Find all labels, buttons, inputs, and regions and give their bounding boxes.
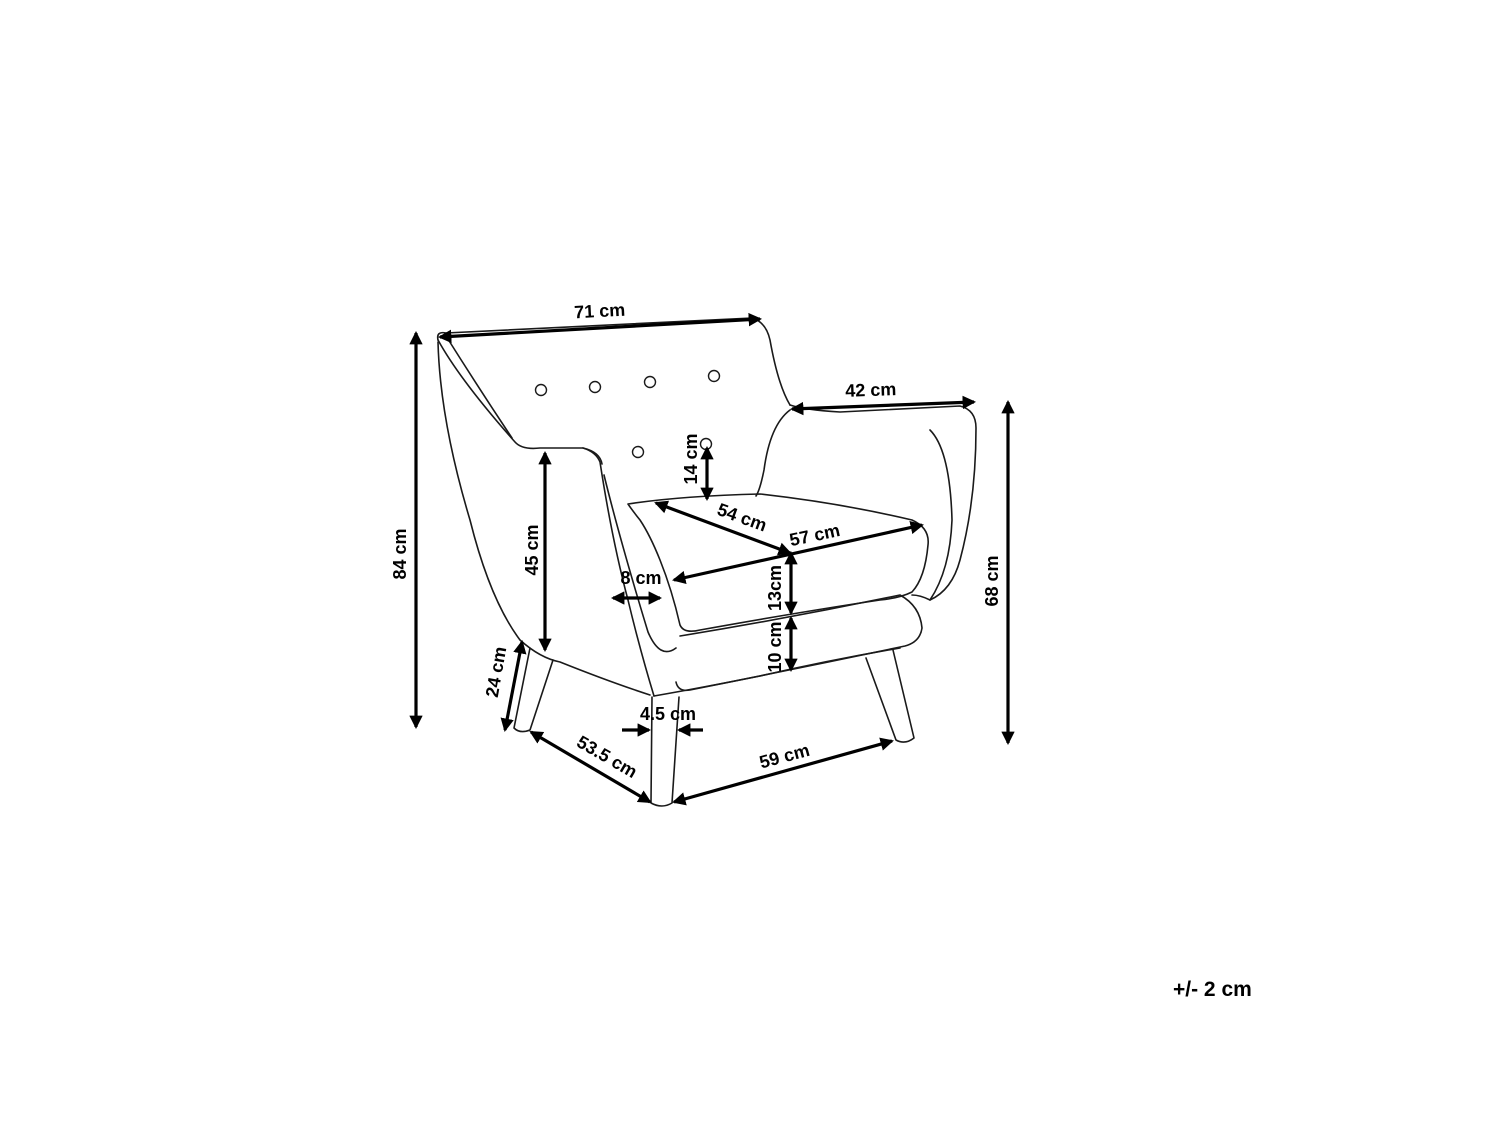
- base-height-label: 10 cm: [765, 621, 785, 672]
- seat-height-label: 45 cm: [522, 524, 542, 575]
- chair-seat-cushion: [627, 493, 929, 632]
- armrest-width-label: 8 cm: [620, 568, 661, 588]
- arm-height-label: 68 cm: [982, 555, 1002, 606]
- leg-span-depth-arrow: [529, 730, 652, 804]
- leg-span-width-arrow: [672, 737, 894, 806]
- seat-depth-label: 54 cm: [715, 499, 770, 535]
- arm-depth-label: 42 cm: [845, 379, 897, 401]
- tuft-button: [534, 383, 548, 397]
- tolerance-note: +/- 2 cm: [1173, 978, 1252, 1001]
- chair-left-wing: [437, 339, 603, 465]
- cushion-height-label: 13cm: [765, 565, 785, 611]
- chair-seat-base: [675, 594, 923, 692]
- tuft-button: [588, 380, 602, 394]
- chair-right-arm-inner: [755, 409, 791, 497]
- tuft-button: [707, 369, 721, 383]
- arm-depth-arrow: [789, 395, 977, 416]
- chair-left-side: [437, 341, 651, 696]
- leg-height-arrow: [500, 640, 527, 732]
- back-above-seat-label: 14 cm: [681, 433, 701, 484]
- chair-left-wing-inner: [445, 335, 513, 439]
- width-label: 71 cm: [574, 300, 626, 323]
- chair-backrest: [436, 317, 791, 406]
- tuft-button: [631, 445, 645, 459]
- leg-width-label: 4.5 cm: [640, 704, 696, 724]
- chair-left-arm-inner: [603, 474, 677, 653]
- chair-right-arm-front: [911, 429, 953, 601]
- total-height-label: 84 cm: [390, 528, 410, 579]
- leg-span-width-label: 59 cm: [757, 740, 811, 773]
- tuft-button: [699, 437, 713, 451]
- chair-front-edge: [653, 647, 901, 697]
- leg-height-label: 24 cm: [482, 645, 511, 699]
- dimension-arrows: [409, 312, 1015, 806]
- leg-span-depth-label: 53.5 cm: [573, 732, 640, 782]
- seat-width-arrow: [672, 520, 924, 585]
- dimension-labels: 71 cm 42 cm 84 cm 68 cm 45 cm 14 cm 54 c…: [390, 300, 1002, 782]
- chair-left-arm: [582, 447, 655, 697]
- tuft-button: [643, 375, 657, 389]
- chair-leg-front-right: [865, 649, 915, 743]
- width-arrow: [437, 312, 763, 344]
